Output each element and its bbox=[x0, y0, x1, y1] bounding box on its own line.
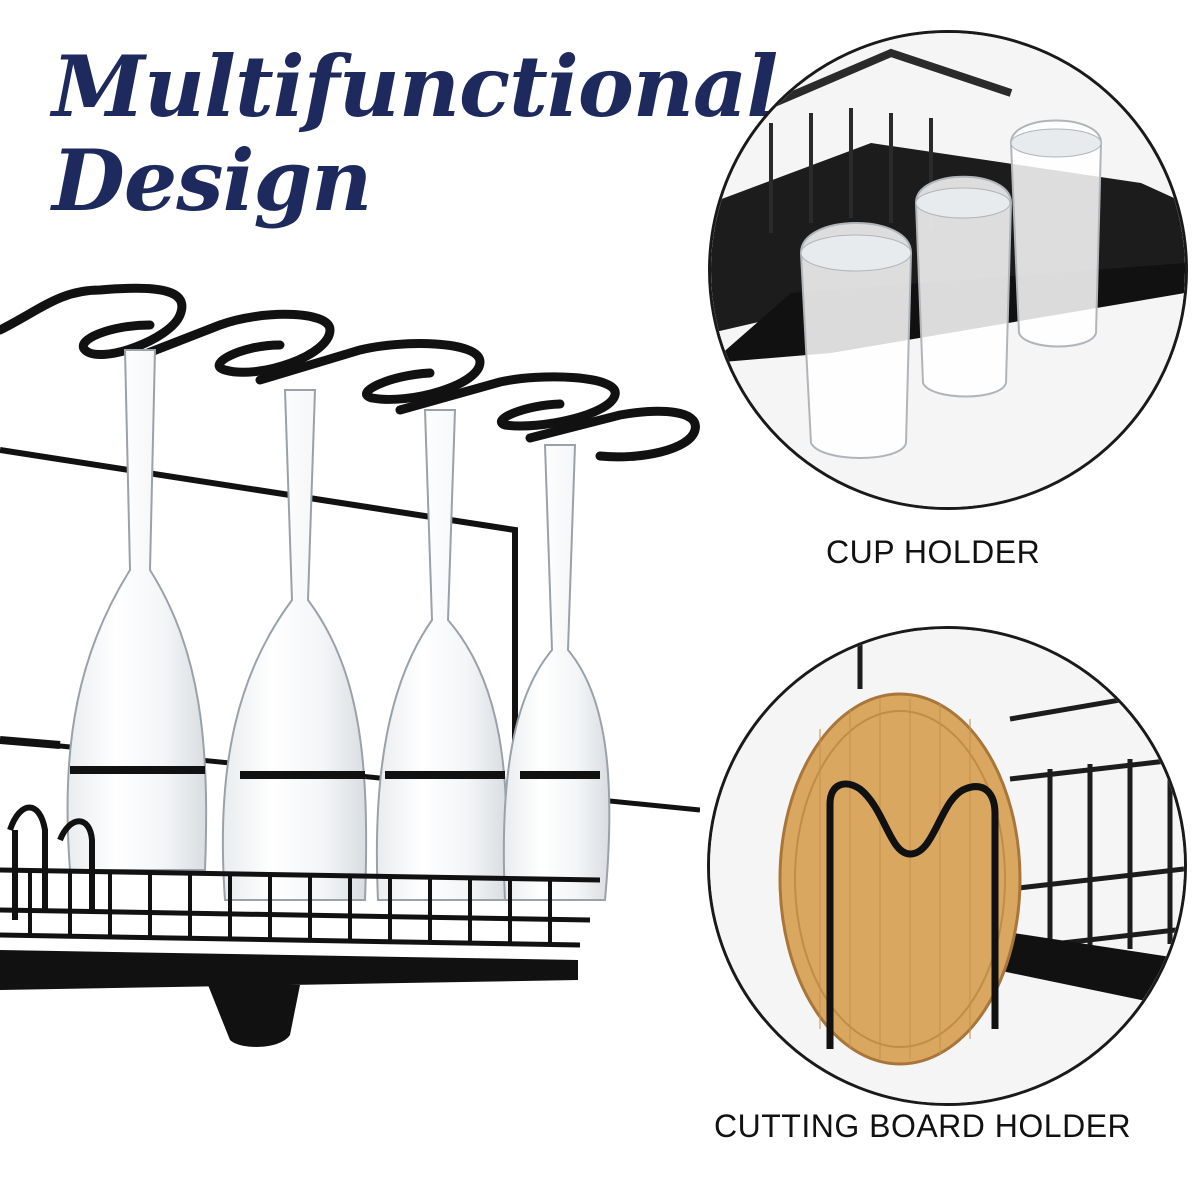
cutting-board-holder-inset bbox=[707, 626, 1187, 1106]
plate-slot-loops bbox=[7, 804, 95, 920]
headline: Multifunctional Design bbox=[52, 37, 778, 230]
basket-vertical-wires bbox=[28, 870, 552, 943]
rack-wires bbox=[749, 48, 1013, 233]
drip-tray bbox=[0, 950, 578, 990]
board-holder-wire bbox=[826, 780, 999, 1049]
cup-holder-caption: CUP HOLDER bbox=[826, 534, 1041, 570]
wine-glass-2 bbox=[221, 389, 368, 901]
cutting-board-holder-illustration bbox=[710, 629, 1184, 1103]
wine-glass-3 bbox=[375, 409, 508, 901]
wine-glass-1 bbox=[66, 349, 208, 871]
glass-cup-3 bbox=[1009, 119, 1103, 348]
glass-cup-1 bbox=[799, 222, 913, 459]
cup-holder-inset bbox=[708, 30, 1188, 510]
glass-hook-wires bbox=[0, 283, 700, 462]
headline-line-2: Design bbox=[52, 131, 372, 230]
bamboo-cutting-board bbox=[778, 692, 1022, 1066]
cutting-board-holder-caption: CUTTING BOARD HOLDER bbox=[714, 1108, 1132, 1144]
cup-holder-illustration bbox=[711, 33, 1185, 507]
headline-line-1: Multifunctional bbox=[52, 37, 778, 136]
dish-rack-basket bbox=[0, 867, 601, 948]
rack-bands bbox=[0, 736, 600, 779]
wine-glass-4 bbox=[502, 444, 611, 901]
wine-glass-rack-illustration bbox=[0, 283, 700, 1047]
drain-spout bbox=[208, 985, 300, 1047]
glass-cup-2 bbox=[914, 175, 1013, 398]
